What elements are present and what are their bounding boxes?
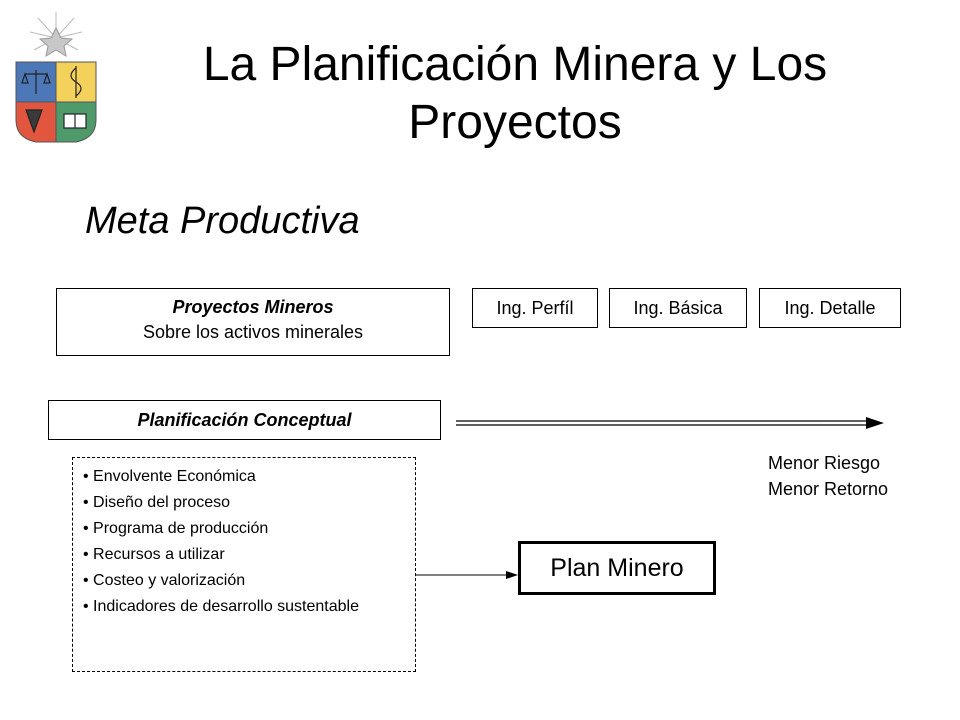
- university-crest-logo: [15, 12, 97, 143]
- risk-label-retorno: Menor Retorno: [768, 479, 889, 499]
- stage-ing-basica: Ing. Básica: [609, 288, 747, 328]
- slide-title: La Planificación Minera y Los Proyectos: [202, 38, 828, 149]
- shield-symbols: [21, 66, 87, 134]
- connector-arrow: [416, 571, 518, 579]
- slide-subtitle: Meta Productiva: [85, 200, 360, 242]
- risk-labels: Menor Riesgo Menor Retorno: [768, 450, 888, 502]
- plan-minero-box: Plan Minero: [518, 541, 716, 595]
- planning-items-box: • Envolvente Económica • Diseño del proc…: [72, 457, 416, 672]
- projects-box-title: Proyectos Mineros: [172, 297, 334, 317]
- stage-ing-detalle: Ing. Detalle: [759, 288, 901, 328]
- risk-label-riesgo: Menor Riesgo: [768, 453, 881, 473]
- conceptual-planning-box: Planificación Conceptual: [48, 400, 441, 440]
- bullet-item: • Envolvente Económica: [83, 468, 256, 485]
- risk-arrow: [456, 417, 884, 429]
- bullet-item: • Recursos a utilizar: [83, 546, 225, 563]
- stage-ing-perfil: Ing. Perfíl: [472, 288, 598, 328]
- projects-box-subtitle: Sobre los activos minerales: [142, 322, 364, 342]
- bullet-item: • Indicadores de desarrollo sustentable: [83, 598, 359, 615]
- bullet-item: • Costeo y valorización: [83, 572, 246, 589]
- bullet-item: • Diseño del proceso: [83, 494, 231, 511]
- star-emblem: [29, 12, 83, 58]
- projects-box: Proyectos Mineros Sobre los activos mine…: [56, 288, 450, 356]
- bullet-item: • Programa de producción: [83, 520, 269, 537]
